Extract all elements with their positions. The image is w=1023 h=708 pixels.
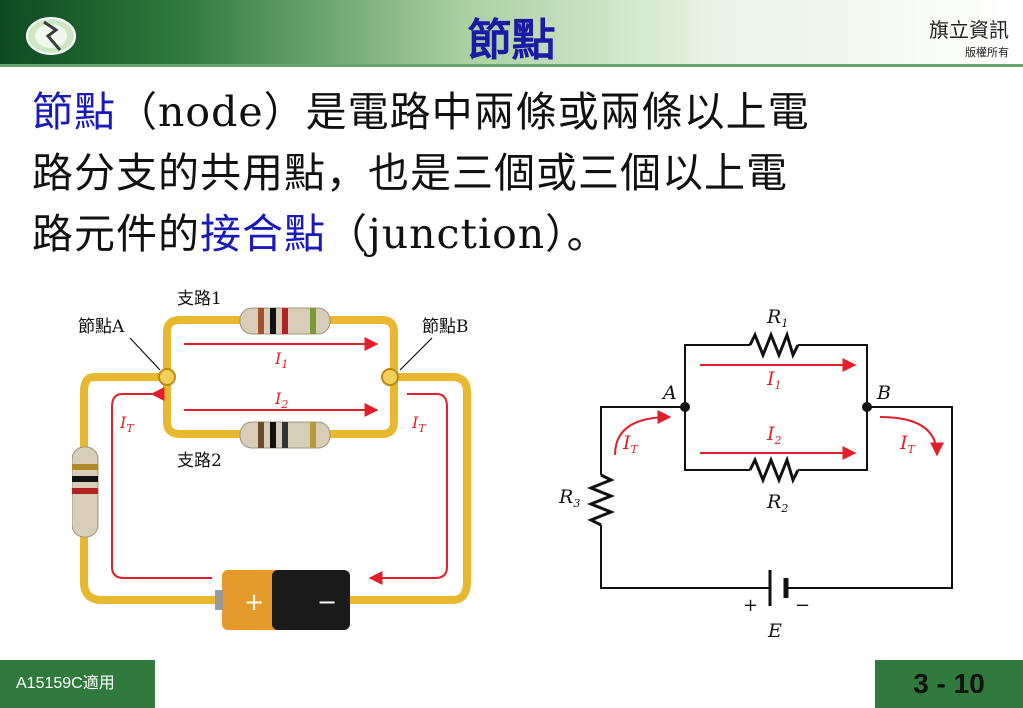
branch1-label: 支路1 <box>177 289 222 309</box>
r3-label: R3 <box>558 486 580 510</box>
schematic-wire-outer <box>600 406 953 589</box>
i1-label: I1 <box>766 368 782 392</box>
battery <box>215 570 350 630</box>
i1-label: I1 <box>274 349 288 371</box>
battery-plus-label: + <box>244 588 264 616</box>
schematic-diagram: R1 R2 R3 A B I1 I2 IT IT + − E <box>558 306 953 642</box>
current-arrow-it-right <box>368 393 448 585</box>
resistor-r3 <box>586 473 616 527</box>
source-label: E <box>767 620 782 642</box>
page-title: 節點 <box>467 15 556 66</box>
schematic-wire-bottom <box>684 407 868 471</box>
it-right-label: IT <box>899 432 917 456</box>
resistor-left <box>72 446 99 538</box>
minus-sign: − <box>795 595 810 616</box>
r1-label: R1 <box>766 306 788 330</box>
term-node: 節點 <box>32 88 116 136</box>
resistor-r1 <box>748 330 800 360</box>
node-a-label: A <box>661 382 677 404</box>
current-arrow-it-left <box>614 410 672 456</box>
node-a-dot <box>158 368 176 386</box>
node-b-label: B <box>876 382 891 404</box>
it-left-label: IT <box>119 413 135 435</box>
battery-minus-label: − <box>317 588 337 616</box>
node-a-label: 節點A <box>78 317 125 337</box>
it-left-label: IT <box>622 432 640 456</box>
node-b-dot <box>862 402 872 412</box>
photo-circuit-diagram: + − 支路1 支路2 節點A 節點B I1 I2 IT IT <box>72 289 471 630</box>
resistor-top <box>239 307 331 335</box>
node-a-dot <box>680 402 690 412</box>
definition-text: 路元件的 <box>32 210 200 258</box>
i2-label: I2 <box>274 389 288 411</box>
branch2-label: 支路2 <box>177 451 222 471</box>
copyright-note: 版權所有 <box>965 46 1009 59</box>
definition-line-1: 節點（node）是電路中兩條或兩條以上電 <box>32 82 997 143</box>
definition-paragraph: 節點（node）是電路中兩條或兩條以上電 路分支的共用點，也是三個或三個以上電 … <box>32 82 997 265</box>
page-number: 3 - 10 <box>875 660 1023 708</box>
plus-sign: + <box>743 595 758 616</box>
schematic-wire-top <box>684 344 868 407</box>
node-b-label: 節點B <box>422 317 469 337</box>
i2-label: I2 <box>766 423 782 447</box>
r2-label: R2 <box>766 491 788 515</box>
course-code-badge: A15159C適用 <box>0 660 155 708</box>
it-right-label: IT <box>411 413 427 435</box>
definition-text: （node）是電路中兩條或兩條以上電 <box>116 88 810 136</box>
definition-line-3: 路元件的接合點（junction）。 <box>32 204 997 265</box>
term-junction: 接合點 <box>200 210 326 258</box>
definition-text: （junction）。 <box>326 210 609 258</box>
logo-icon <box>26 17 76 55</box>
current-arrow-it-right <box>879 416 944 457</box>
brand-name: 旗立資訊 <box>929 18 1009 42</box>
current-arrow-it-left <box>111 387 212 579</box>
definition-line-2: 路分支的共用點，也是三個或三個以上電 <box>32 149 788 197</box>
header-band <box>0 0 1023 64</box>
header-divider <box>0 64 1023 67</box>
node-b-dot <box>381 368 399 386</box>
resistor-bottom <box>239 421 331 449</box>
resistor-r2 <box>748 455 800 485</box>
brand-block: 旗立資訊 版權所有 <box>929 14 1009 60</box>
